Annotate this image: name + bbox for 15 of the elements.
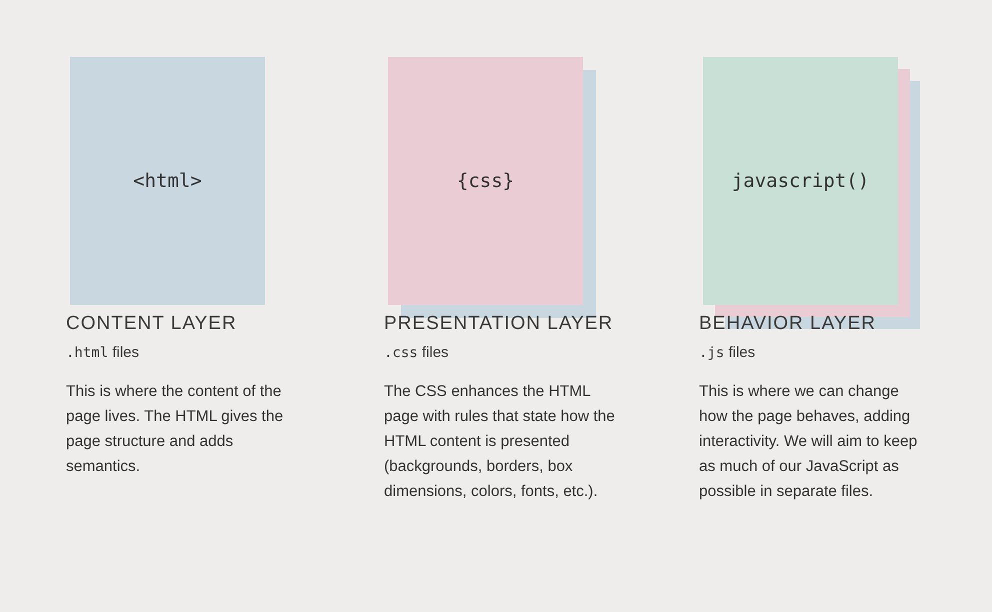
layer-square <box>703 57 898 305</box>
layer-heading: CONTENT LAYER <box>66 312 238 336</box>
layer-heading: PRESENTATION LAYER <box>384 312 614 336</box>
layer-square <box>70 57 265 305</box>
layer-heading: BEHAVIOR LAYER <box>699 312 877 336</box>
file-type-text: .html files <box>66 344 140 361</box>
code-text: {css} <box>456 170 514 192</box>
file-type-text: .css files <box>384 344 450 361</box>
file-type-text: .js files <box>699 344 756 361</box>
description-text: This is where the content of the page lives. The HTML gives the page structure and adds semantics. <box>66 382 284 477</box>
description-text: The CSS enhances the HTML page with rules that state how the HTML content is presented (backgrounds, borders, box dimensions, colors, fonts, etc.). <box>384 382 616 502</box>
code-text: javascript() <box>732 170 870 192</box>
description-text: This is where we can change how the page behaves, adding interactivity. We will aim to keep as much of our JavaScript as possible in separate files. <box>699 382 918 502</box>
code-text: <html> <box>133 170 202 192</box>
layer-square <box>388 57 583 305</box>
